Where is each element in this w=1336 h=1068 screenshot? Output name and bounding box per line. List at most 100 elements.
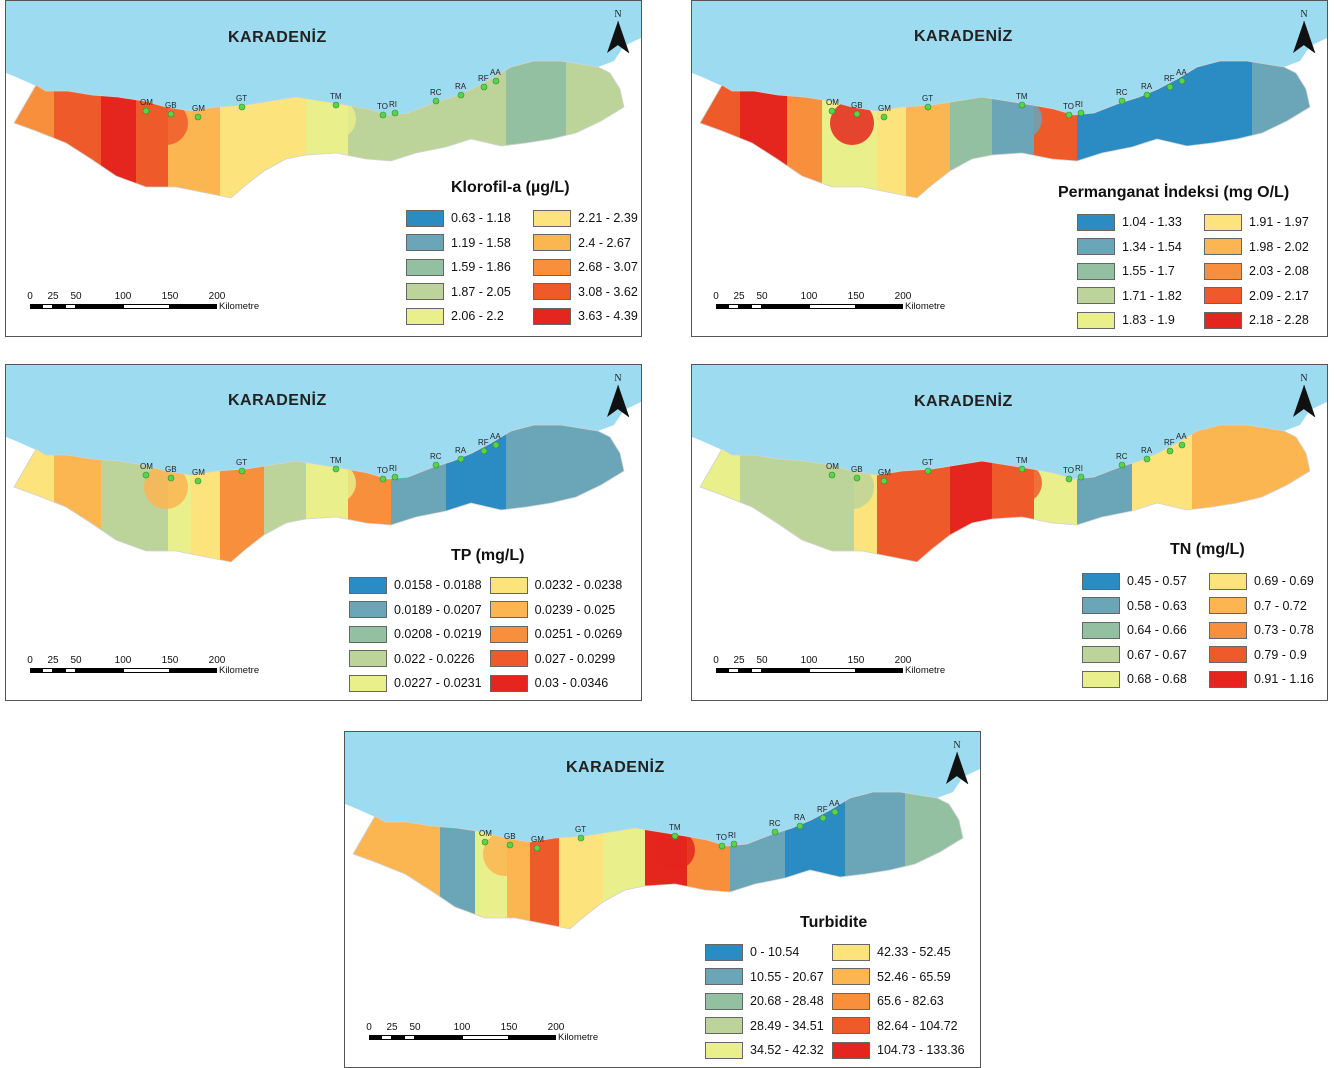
station-label: AA: [490, 68, 501, 77]
station-label: AA: [1176, 68, 1187, 77]
legend-item: 1.19 - 1.58: [406, 231, 525, 256]
station-label: TO: [377, 102, 388, 111]
station-marker: [880, 477, 888, 485]
legend-swatch: [1204, 213, 1242, 231]
legend-item: 0.68 - 0.68: [1082, 667, 1201, 692]
legend-label: 0.68 - 0.68: [1127, 672, 1187, 687]
station-marker: [332, 465, 340, 473]
scale-segment: [170, 304, 217, 309]
station-label: GT: [575, 825, 586, 834]
scale-tick-label: 25: [386, 1022, 398, 1033]
legend-swatch: [533, 307, 571, 325]
legend-swatch: [1082, 670, 1120, 688]
legend-swatch: [1077, 311, 1115, 329]
station-marker: [1065, 475, 1073, 483]
north-arrow: N: [1289, 373, 1319, 419]
legend-label: 1.98 - 2.02: [1249, 239, 1309, 254]
sea-area: [6, 1, 641, 115]
gradient-blob: [316, 463, 356, 503]
scale-tick-label: 50: [756, 291, 768, 302]
legend-item: 1.87 - 2.05: [406, 280, 525, 305]
scale-segment: [762, 668, 809, 673]
scale-tick-label: 50: [70, 655, 82, 666]
north-label: N: [1300, 373, 1308, 384]
station-label: OM: [826, 462, 839, 471]
scale-tick-label: 50: [70, 291, 82, 302]
legend-swatch: [1077, 238, 1115, 256]
gradient-blob: [830, 101, 874, 145]
gradient-blob: [1002, 99, 1042, 139]
station-marker: [533, 844, 541, 852]
station-marker: [391, 109, 399, 117]
legend-label: 0.91 - 1.16: [1254, 672, 1314, 687]
station-label: RA: [1141, 446, 1153, 455]
legend-label: 0.73 - 0.78: [1254, 623, 1314, 638]
legend-label: 2.06 - 2.2: [451, 309, 504, 324]
legend-label: 1.83 - 1.9: [1122, 313, 1175, 328]
scale-segment: [415, 1035, 462, 1040]
legend-item: 0.0158 - 0.0188: [349, 573, 482, 598]
legend-item: 1.71 - 1.82: [1077, 284, 1196, 309]
legend-swatch: [349, 674, 387, 692]
coast-outline: [699, 424, 1311, 563]
legend-swatch: [1209, 572, 1247, 590]
station-marker: [924, 467, 932, 475]
legend-item: 34.52 - 42.32: [705, 1038, 824, 1063]
legend-item: 28.49 - 34.51: [705, 1014, 824, 1039]
scale-tick-label: 100: [800, 291, 818, 302]
legend-item: 2.03 - 2.08: [1204, 259, 1323, 284]
scale-tick-label: 100: [800, 655, 818, 666]
legend-item: 2.18 - 2.28: [1204, 308, 1323, 333]
station-marker: [1018, 101, 1026, 109]
scale-segment: [739, 304, 751, 309]
legend-swatch: [1204, 262, 1242, 280]
station-label: RI: [728, 831, 736, 840]
scale-tick-label: 150: [500, 1022, 518, 1033]
station-label: OM: [140, 98, 153, 107]
station-marker: [718, 842, 726, 850]
scale-segment: [65, 668, 76, 673]
north-arrow-icon: [1293, 384, 1316, 418]
station-marker: [432, 461, 440, 469]
station-label: RA: [1141, 82, 1153, 91]
legend-swatch: [1082, 621, 1120, 639]
sea-area: [6, 365, 641, 479]
scale-segment: [170, 668, 217, 673]
scale-segment: [76, 304, 123, 309]
station-marker: [492, 441, 500, 449]
legend-label: 0.0232 - 0.0238: [534, 578, 623, 593]
scale-tick-label: 50: [756, 655, 768, 666]
legend-item: 1.98 - 2.02: [1204, 235, 1323, 260]
legend-label: 0.0227 - 0.0231: [394, 676, 482, 691]
scale-segment: [30, 668, 42, 673]
legend-swatch: [705, 968, 743, 986]
station-label: GB: [851, 101, 863, 110]
gradient-blob: [144, 101, 188, 145]
north-label: N: [953, 740, 961, 751]
legend-label: 52.46 - 65.59: [877, 969, 951, 984]
scale-units: Kilometre: [219, 665, 260, 676]
station-marker: [1178, 441, 1186, 449]
gradient-blob: [1002, 463, 1042, 503]
station-marker: [671, 832, 679, 840]
legend-label: 0.79 - 0.9: [1254, 647, 1307, 662]
legend-label: 10.55 - 20.67: [750, 969, 824, 984]
scale-tick-label: 200: [208, 291, 226, 302]
legend-label: 1.91 - 1.97: [1249, 215, 1309, 230]
legend-item: 104.73 - 133.36: [832, 1038, 965, 1063]
station-marker: [481, 838, 489, 846]
station-label: TM: [1016, 92, 1028, 101]
scale-tick-label: 0: [713, 291, 719, 302]
legend-label: 0.69 - 0.69: [1254, 574, 1314, 589]
legend-label: 1.87 - 2.05: [451, 284, 511, 299]
station-marker: [730, 840, 738, 848]
legend-label: 2.68 - 3.07: [578, 260, 638, 275]
legend-title: Klorofil-a (µg/L): [451, 179, 570, 196]
scale-units: Kilometre: [905, 301, 946, 312]
